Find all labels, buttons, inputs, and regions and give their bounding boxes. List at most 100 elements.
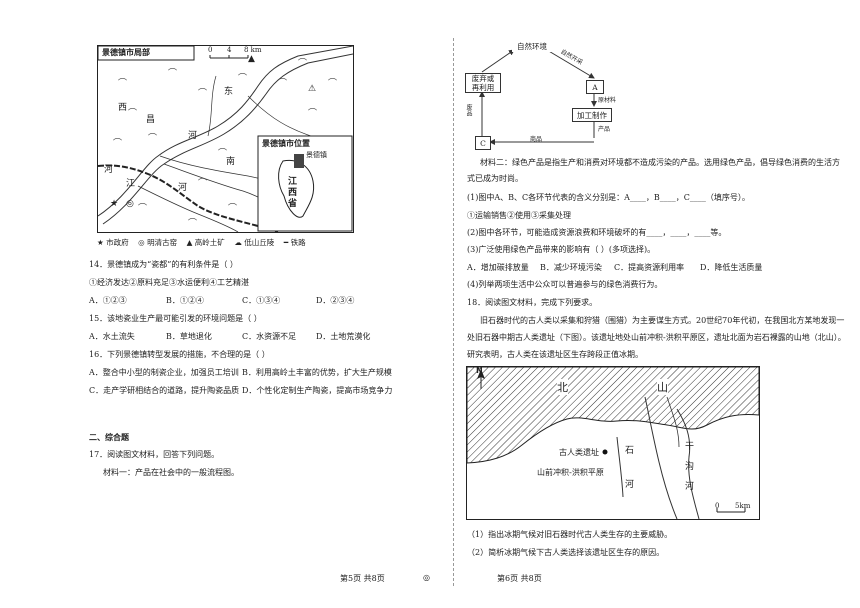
flow-reuse: 废弃或 再利用 (465, 73, 501, 93)
svg-text:⌒: ⌒ (168, 68, 177, 79)
q17-stem: 17．阅读图文材料，回答下列问题。 (89, 450, 220, 459)
q18-paragraph-line1: 旧石器时代的古人类以采集和狩猎（围猎）为主要谋生方式。20世纪70年代初，在我国… (480, 316, 845, 325)
svg-text:⌒: ⌒ (118, 78, 127, 89)
q14-option-d[interactable]: D．②③④ (316, 296, 355, 305)
map2-label-bei: 北 (557, 379, 568, 395)
map2-north-label: N (476, 366, 483, 375)
map1-inset-city: 景德镇 (306, 151, 327, 159)
q14-items: ①经济发达②原料充足③水运便利④工艺精湛 (89, 278, 249, 287)
map2-label-shi: 石 (625, 446, 635, 456)
flow-arrows (479, 49, 597, 145)
q17-material-2-line2: 式已成为时尚。 (467, 174, 523, 183)
map2-plain-label: 山前冲积-洪积平原 (537, 468, 604, 477)
binding-mark: ◎ (423, 573, 430, 582)
svg-text:◎: ◎ (126, 199, 134, 209)
q14-option-c[interactable]: C．①③④ (242, 296, 281, 305)
q18-1: （1）指出冰期气候对旧石器时代古人类生存的主要威胁。 (467, 530, 673, 539)
q16-stem: 16．下列景德镇转型发展的措施，不合理的是（ ） (89, 350, 270, 359)
q17-material-1: 材料一：产品在社会中的一般流程图。 (103, 468, 239, 477)
legend-railway: ━ 铁路 (283, 238, 306, 247)
map1-scale-4: 4 (227, 46, 232, 54)
map1-river-dong: 东 (224, 87, 234, 97)
q17-material-2-line1: 材料二：绿色产品是指生产和消费对环境都不造成污染的产品。选用绿色产品，倡导绿色消… (480, 158, 840, 167)
q18-paragraph-line3: 研究表明，古人类在该遗址区生存跨段正值冰期。 (467, 350, 643, 359)
q15-option-b[interactable]: B．草地退化 (166, 332, 212, 341)
flow-label-raw: 原材料 (598, 97, 617, 104)
q14-option-b[interactable]: B．①②④ (166, 296, 204, 305)
map-jingdezhen: ⌒⌒⌒ ⌒⌒⌒ ⌒⌒⌒ ⌒⌒⌒ ⌒⌒⌒ ⌒⌒⌒ ⚠▲ ◎ ★ 景德镇市局部 0 … (97, 45, 354, 233)
map1-river-nan: 南 (226, 157, 236, 167)
svg-text:▲: ▲ (248, 54, 255, 64)
map2-label-gan: 干 (685, 442, 695, 452)
map2-scale-0: 0 (715, 502, 720, 510)
flow-label-waste: 废品 (465, 104, 472, 116)
q17-1: (1)图中A、B、C各环节代表的含义分别是：A____，B____，C____（… (467, 193, 750, 202)
svg-text:⌒: ⌒ (148, 133, 157, 144)
column-divider (453, 38, 454, 586)
q15-stem: 15．该地瓷业生产最可能引发的环境问题是（ ） (89, 314, 262, 323)
flow-label-product: 产品 (598, 126, 611, 133)
q15-option-a[interactable]: A．水土流失 (89, 332, 135, 341)
legend-kiln: ◎ 明清古窑 (138, 238, 178, 247)
q16-option-c[interactable]: C．走产学研相结合的道路，提升陶瓷品质 (89, 386, 240, 395)
page-number-left: 第5页 共8页 (340, 574, 385, 583)
legend-government: ★ 市政府 (97, 238, 129, 247)
svg-text:⌒: ⌒ (198, 178, 207, 189)
q17-3: (3)广泛使用绿色产品带来的影响有（ ）(多项选择)。 (467, 245, 656, 254)
map1-river-chang: 昌 (146, 115, 156, 125)
svg-text:⌒: ⌒ (128, 108, 137, 119)
flow-c: C (475, 136, 491, 150)
svg-text:⌒: ⌒ (218, 148, 227, 159)
q18-paragraph-line2: 处旧石器中期古人类遗址（下图）。该遗址地处山前冲积-洪积平原区，遗址北面为岩石裸… (467, 333, 846, 342)
map1-inset-xi: 西 (288, 188, 298, 198)
map1-legend: ★ 市政府 ◎ 明清古窑 ▲ 高岭土矿 ☁ 低山丘陵 ━ 铁路 (97, 238, 306, 248)
q17-4: (4)列举两项生活中公众可以普遍参与的绿色消费行为。 (467, 280, 663, 289)
legend-mine: ▲ 高岭土矿 (186, 238, 225, 247)
q18-stem: 18．阅读图文材料，完成下列要求。 (467, 298, 598, 307)
map1-river-he2: 河 (178, 183, 188, 193)
map-jingdezhen-drawing: ⌒⌒⌒ ⌒⌒⌒ ⌒⌒⌒ ⌒⌒⌒ ⌒⌒⌒ ⌒⌒⌒ ⚠▲ ◎ ★ (98, 46, 353, 232)
flow-nature: 自然环境 (512, 40, 552, 52)
svg-text:⌒: ⌒ (198, 88, 207, 99)
map2-scale-5: 5km (735, 502, 751, 510)
svg-text:⌒: ⌒ (308, 108, 317, 119)
q16-option-a[interactable]: A．整合中小型的制瓷企业，加强员工培训 (89, 368, 239, 377)
svg-text:⌒: ⌒ (278, 78, 287, 89)
map1-scale-0: 0 (208, 46, 213, 54)
map2-label-gou: 沟 (685, 462, 695, 472)
q17-1-options: ①运输销售②使用③采集处理 (467, 211, 571, 220)
svg-text:⌒: ⌒ (298, 58, 307, 69)
map1-inset-sheng: 省 (288, 199, 298, 209)
q18-2: （2）简析冰期气候下古人类选择该遗址区生存的原因。 (467, 548, 665, 557)
map2-site-label: 古人类遗址 (559, 448, 599, 457)
q17-3-option-d[interactable]: D．降低生活质量 (700, 263, 763, 272)
map1-inset-title: 景德镇市位置 (262, 138, 310, 148)
map-site-drawing (467, 367, 759, 519)
map1-inset-jiang: 江 (288, 177, 298, 187)
map1-river-he3: 河 (104, 165, 114, 175)
q16-option-d[interactable]: D．个性化定制生产陶瓷，提高市场竞争力 (242, 386, 393, 395)
q15-option-c[interactable]: C．水资源不足 (242, 332, 297, 341)
q15-option-d[interactable]: D．土地荒漠化 (316, 332, 371, 341)
map1-title: 景德镇市局部 (102, 47, 150, 57)
map1-river-jiang: 江 (126, 179, 136, 189)
q14-option-a[interactable]: A．①②③ (89, 296, 127, 305)
legend-hills: ☁ 低山丘陵 (234, 238, 275, 247)
svg-text:⌒: ⌒ (188, 218, 197, 229)
flow-diagram: 自然环境 废弃或 再利用 A 加工制作 C 自然开采 原材料 产品 商品 废品 (462, 40, 616, 156)
map1-river-xi: 西 (118, 103, 128, 113)
section-heading: 二、综合题 (89, 432, 129, 442)
svg-text:⌒: ⌒ (228, 203, 237, 214)
page-number-right: 第6页 共8页 (497, 574, 542, 583)
flow-label-goods: 商品 (530, 136, 543, 143)
svg-text:⌒: ⌒ (328, 78, 337, 89)
q17-3-option-c[interactable]: C．提高资源利用率 (614, 263, 685, 272)
flow-b: 加工制作 (572, 108, 612, 122)
q14-stem: 14．景德镇成为“瓷都”的有利条件是（ ） (89, 260, 238, 269)
q17-3-option-b[interactable]: B．减少环境污染 (540, 263, 602, 272)
q16-option-b[interactable]: B．利用高岭土丰富的优势，扩大生产规模 (242, 368, 392, 377)
q17-3-option-a[interactable]: A．增加碳排放量 (467, 263, 529, 272)
q17-2: (2)图中各环节，可能造成资源浪费和环境破坏的有____，____，____等。 (467, 228, 727, 237)
map2-label-he2: 河 (685, 482, 695, 492)
svg-text:⚠: ⚠ (308, 84, 316, 94)
